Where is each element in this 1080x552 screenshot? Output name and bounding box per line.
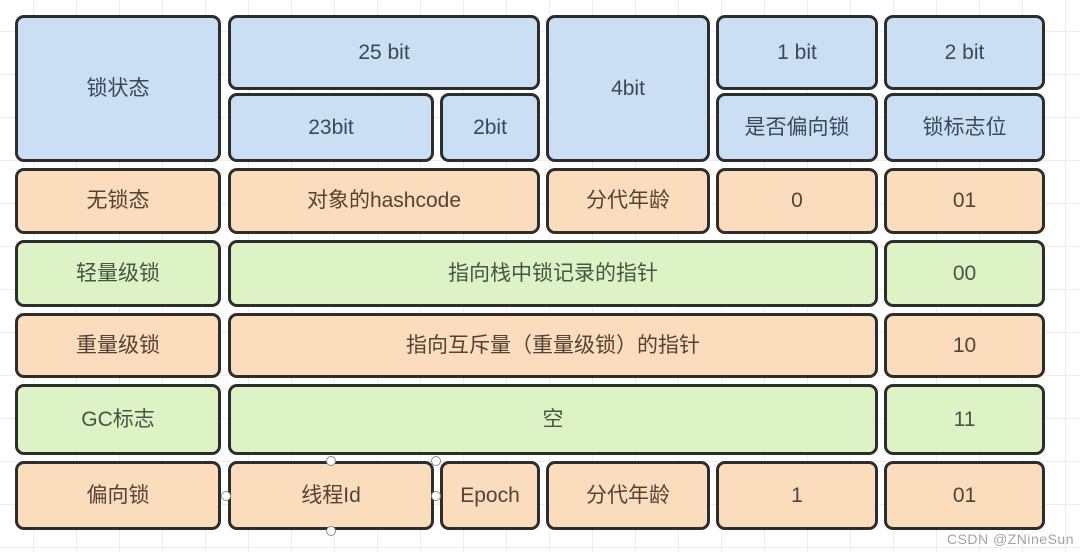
cell-header-lock-state: 锁状态 [15,15,221,162]
selection-handle-bottom [326,526,336,536]
cell-header-1bit: 1 bit [716,15,878,90]
cell-lightweight-label: 轻量级锁 [15,240,221,307]
selection-handle-top-right [431,456,441,466]
cell-header-23bit: 23bit [228,93,434,162]
selection-handle-right [431,491,441,501]
cell-header-2bit-sub: 2bit [440,93,540,162]
cell-header-25bit: 25 bit [228,15,540,90]
cell-heavyweight-flag: 10 [884,313,1045,378]
cell-biased-biased: 1 [716,461,878,530]
cell-biased-flag: 01 [884,461,1045,530]
cell-header-lock-flag: 锁标志位 [884,93,1045,162]
cell-nolock-biased: 0 [716,168,878,234]
cell-gc-label: GC标志 [15,384,221,455]
cell-biased-gen-age: 分代年龄 [546,461,710,530]
cell-nolock-hashcode: 对象的hashcode [228,168,540,234]
cell-biased-thread-id: 线程Id [228,461,434,530]
cell-lightweight-flag: 00 [884,240,1045,307]
cell-gc-content: 空 [228,384,878,455]
cell-biased-epoch: Epoch [440,461,540,530]
cell-header-is-biased: 是否偏向锁 [716,93,878,162]
cell-biased-label: 偏向锁 [15,461,221,530]
cell-gc-flag: 11 [884,384,1045,455]
selection-handle-left [221,491,231,501]
cell-nolock-label: 无锁态 [15,168,221,234]
csdn-watermark: CSDN @ZNineSun [946,531,1074,547]
cell-heavyweight-pointer: 指向互斥量（重量级锁）的指针 [228,313,878,378]
cell-nolock-gen-age: 分代年龄 [546,168,710,234]
cell-heavyweight-label: 重量级锁 [15,313,221,378]
cell-header-2bit: 2 bit [884,15,1045,90]
cell-header-4bit: 4bit [546,15,710,162]
cell-lightweight-pointer: 指向栈中锁记录的指针 [228,240,878,307]
cell-nolock-flag: 01 [884,168,1045,234]
selection-handle-top [326,456,336,466]
